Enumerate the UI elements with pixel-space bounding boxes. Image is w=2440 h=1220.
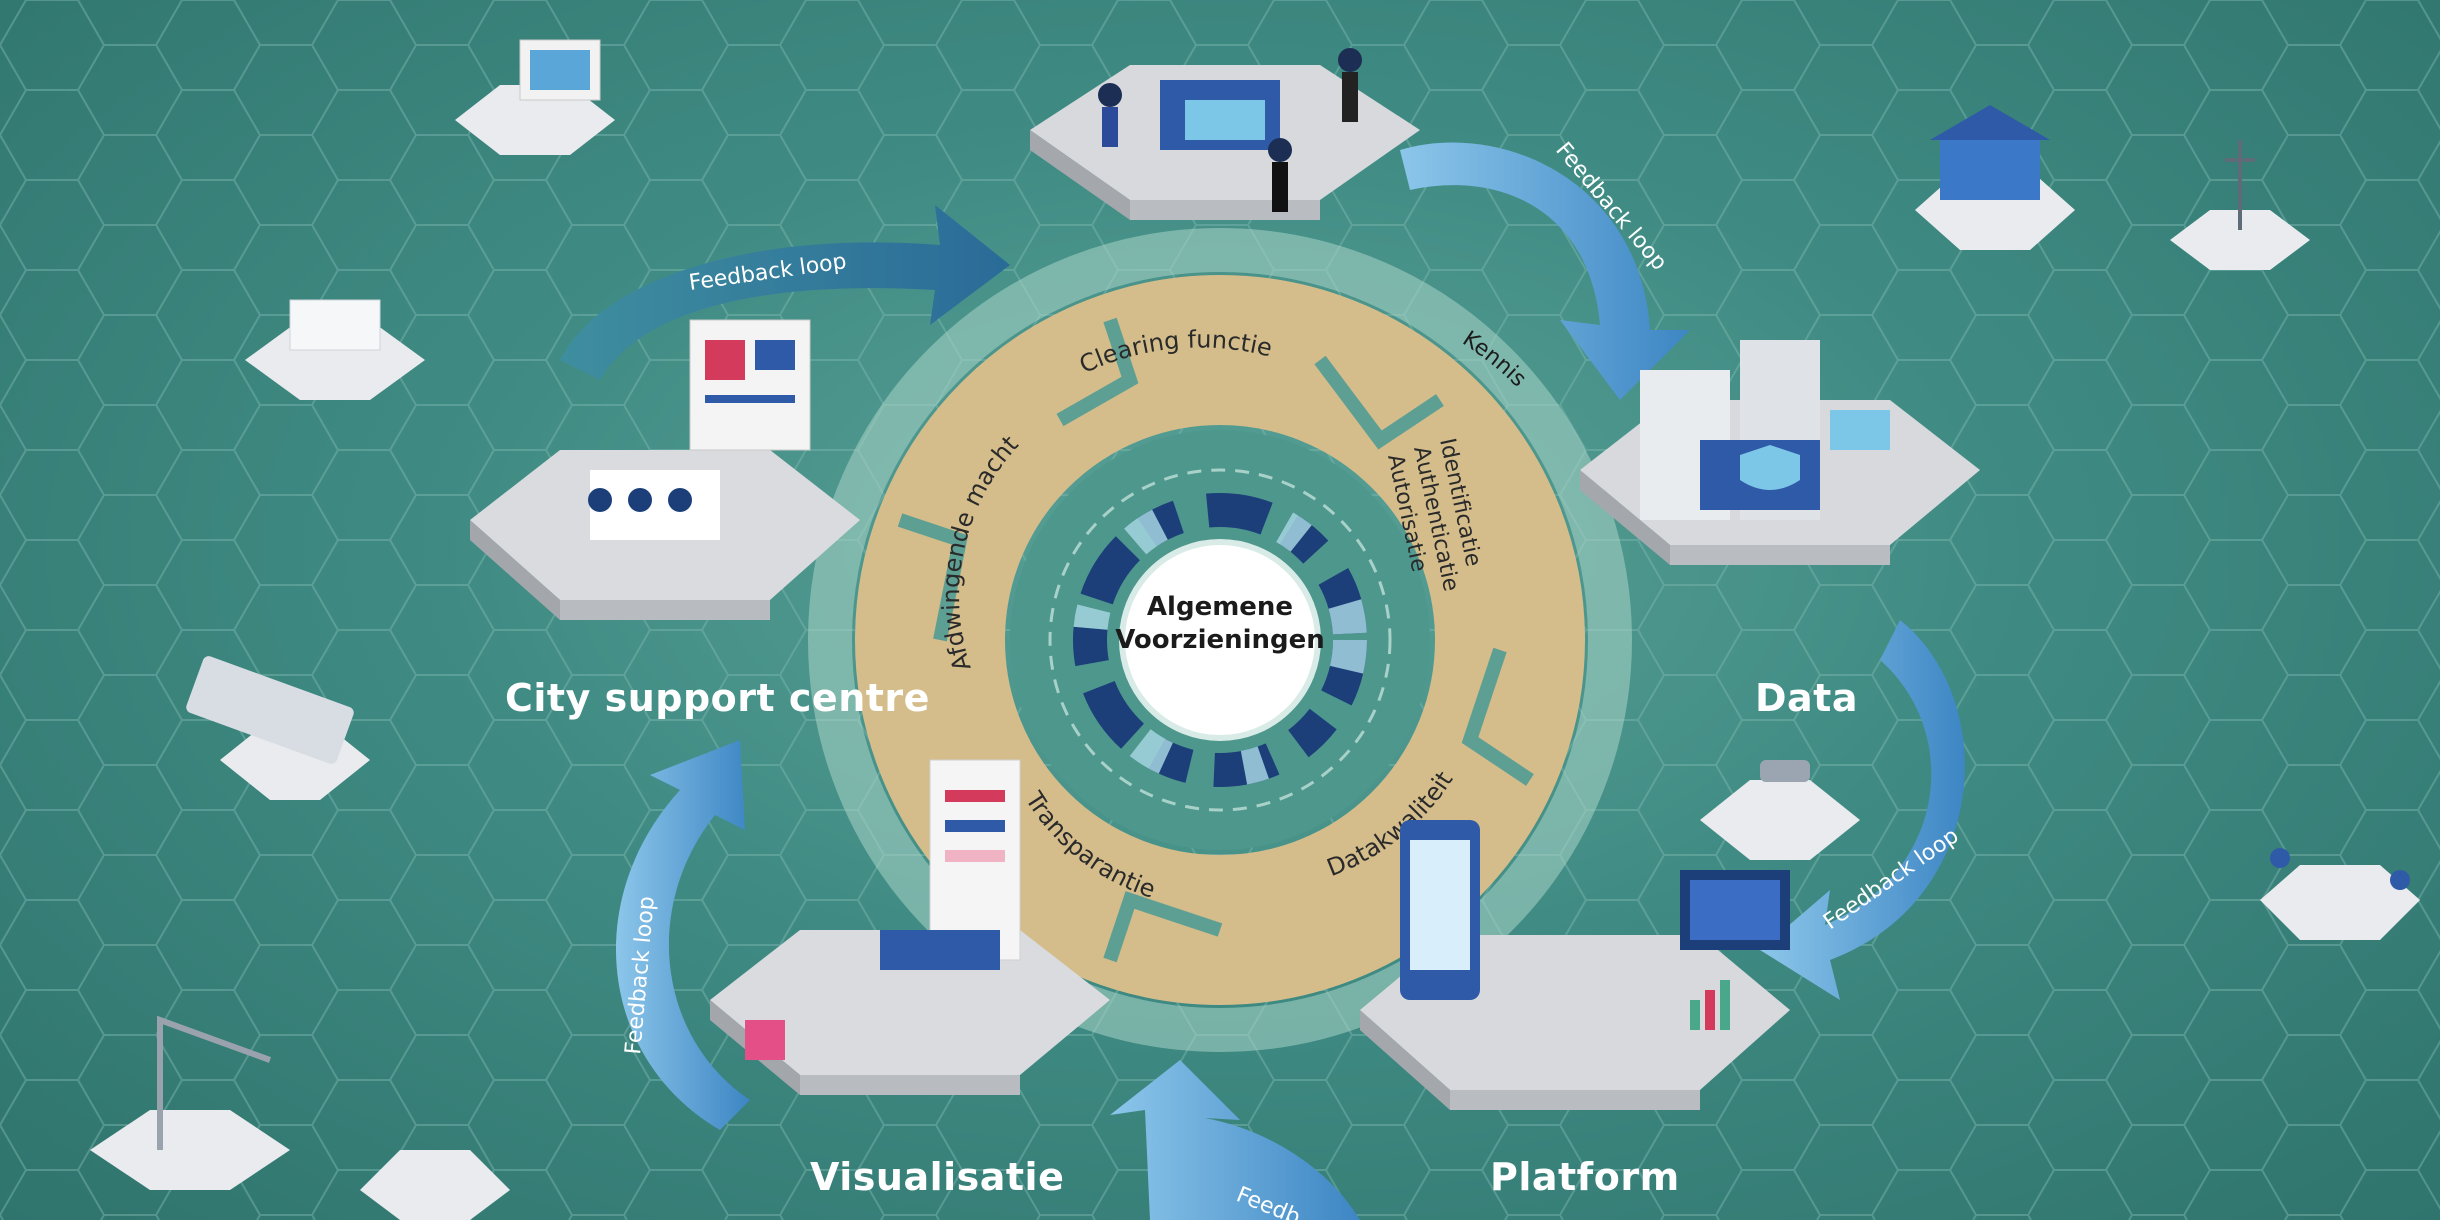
section-platform: Platform	[1490, 1155, 1680, 1199]
small-scene-office	[245, 299, 425, 400]
scene-data	[1580, 340, 1980, 565]
small-scene-laptop	[455, 39, 615, 155]
small-scene-crane	[90, 1015, 290, 1190]
outer-ring	[808, 228, 1632, 1052]
feedback-arrow-bottom-left: Feedback loop	[615, 740, 750, 1130]
small-scene-bank	[1915, 105, 2075, 250]
ring-chevrons	[897, 317, 1534, 963]
section-data: Data	[1755, 676, 1858, 720]
center-line2: Voorzieningen	[1115, 625, 1325, 655]
scene-platform	[1360, 820, 1790, 1110]
small-scene-energy	[2170, 140, 2310, 270]
small-scene-camera	[1700, 760, 1860, 860]
inner-dash-ring	[1048, 468, 1392, 812]
center-line1: Algemene	[1147, 592, 1293, 622]
small-scene-map	[2260, 848, 2420, 940]
light-segment-ring	[1073, 493, 1367, 787]
small-scene-tram	[186, 656, 370, 800]
section-city-support: City support centre	[505, 676, 930, 720]
scene-city-support	[470, 319, 860, 620]
section-visualisatie: Visualisatie	[810, 1155, 1065, 1199]
feedback-arrow-bottom: Feedb	[1110, 1060, 1360, 1220]
scene-top	[1030, 48, 1420, 220]
small-scene-bottom-left-hex	[360, 1150, 510, 1220]
scene-visualisatie	[710, 759, 1110, 1095]
center-circle	[1119, 539, 1321, 741]
